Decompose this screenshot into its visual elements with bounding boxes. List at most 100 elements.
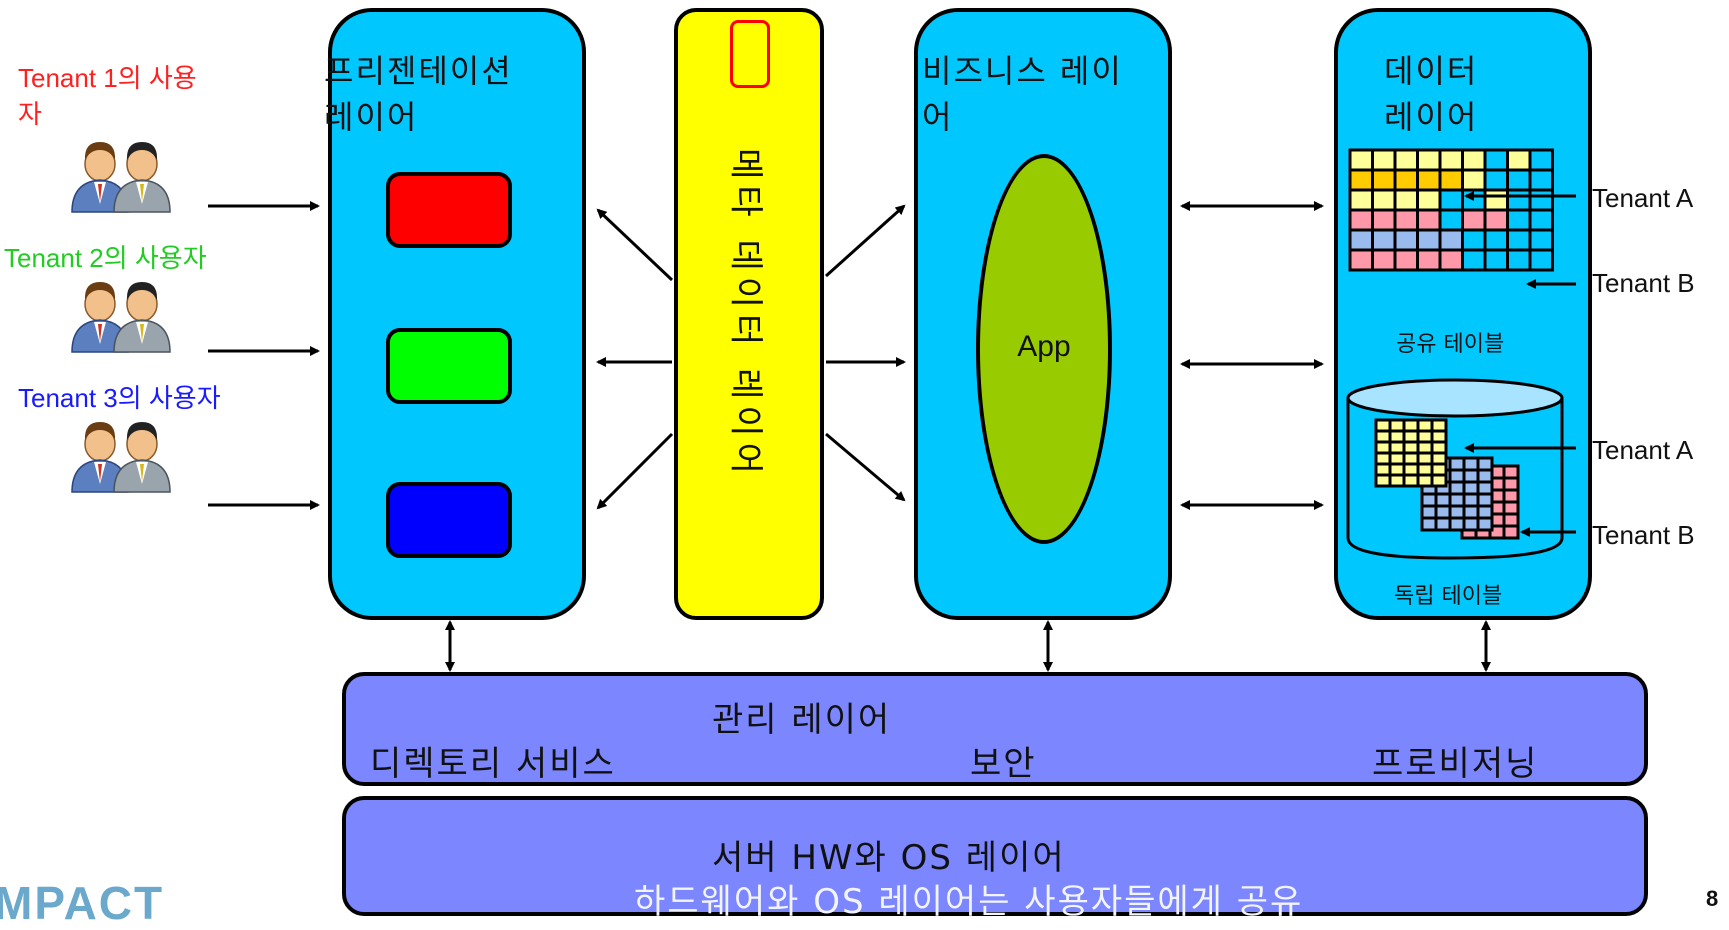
table-cell bbox=[1371, 248, 1397, 272]
table-cell bbox=[1502, 464, 1520, 480]
table-cell bbox=[1506, 168, 1532, 192]
page-number: 8 bbox=[1706, 886, 1719, 911]
table-cell bbox=[1462, 456, 1480, 472]
table-cell bbox=[1483, 228, 1509, 252]
table-cell bbox=[1402, 440, 1420, 455]
table-cell bbox=[1461, 188, 1487, 212]
table-cell bbox=[1402, 429, 1420, 444]
table-cell bbox=[1502, 512, 1520, 528]
metadata-marker bbox=[730, 20, 770, 88]
table-cell bbox=[1483, 188, 1509, 212]
table-cell bbox=[1430, 451, 1448, 466]
table-cell bbox=[1448, 516, 1466, 532]
table-cell bbox=[1461, 208, 1487, 232]
table-cell bbox=[1430, 473, 1448, 488]
app-ellipse bbox=[976, 154, 1112, 544]
table-cell bbox=[1402, 462, 1420, 477]
table-cell bbox=[1393, 248, 1419, 272]
table-cell bbox=[1388, 429, 1406, 444]
table-cell bbox=[1461, 248, 1487, 272]
table-cell bbox=[1448, 480, 1466, 496]
table-cell bbox=[1371, 148, 1397, 172]
table-cell bbox=[1348, 228, 1374, 252]
table-cell bbox=[1416, 440, 1434, 455]
table-cell bbox=[1483, 248, 1509, 272]
table-cell bbox=[1476, 492, 1494, 508]
table-cell bbox=[1402, 451, 1420, 466]
shared-table-grid bbox=[1348, 148, 1554, 272]
business-layer: 비즈니스 레이 어 App bbox=[914, 8, 1172, 620]
table-cell bbox=[1483, 208, 1509, 232]
tenant-a-independent-label: Tenant A bbox=[1592, 435, 1694, 465]
table-cell bbox=[1438, 188, 1464, 212]
table-cell bbox=[1434, 492, 1452, 508]
table-cell bbox=[1438, 248, 1464, 272]
table-cell bbox=[1388, 418, 1406, 433]
table-cell bbox=[1348, 148, 1374, 172]
data-graphics bbox=[208, 148, 1576, 672]
table-cell bbox=[1374, 418, 1392, 433]
table-cell bbox=[1506, 208, 1532, 232]
directory-service-label: 디렉토리 서비스 bbox=[370, 744, 616, 784]
table-cell bbox=[1438, 208, 1464, 232]
tenant-b-independent-label: Tenant B bbox=[1592, 520, 1695, 550]
table-cell bbox=[1462, 480, 1480, 496]
table-cell bbox=[1506, 148, 1532, 172]
table-cell bbox=[1371, 188, 1397, 212]
table-cell bbox=[1476, 504, 1494, 520]
table-cell bbox=[1506, 188, 1532, 212]
table-cell bbox=[1528, 148, 1554, 172]
tenant-b-shared-label: Tenant B bbox=[1592, 268, 1695, 298]
table-cell bbox=[1476, 468, 1494, 484]
table-cell bbox=[1506, 228, 1532, 252]
table-cell bbox=[1528, 248, 1554, 272]
table-cell bbox=[1448, 456, 1466, 472]
table-cell bbox=[1348, 208, 1374, 232]
table-cell bbox=[1416, 148, 1442, 172]
presentation-blue-block bbox=[386, 482, 512, 558]
table-cell bbox=[1402, 473, 1420, 488]
table-cell bbox=[1416, 208, 1442, 232]
management-layer: 관리 레이어 디렉토리 서비스 보안 프로비저닝 bbox=[342, 672, 1648, 786]
table-cell bbox=[1430, 429, 1448, 444]
table-cell bbox=[1393, 228, 1419, 252]
table-cell bbox=[1438, 168, 1464, 192]
table-cell bbox=[1476, 456, 1494, 472]
table-cell bbox=[1374, 440, 1392, 455]
table-cell bbox=[1476, 480, 1494, 496]
table-cell bbox=[1416, 429, 1434, 444]
table-cell bbox=[1438, 148, 1464, 172]
table-cell bbox=[1462, 516, 1480, 532]
tenant-3-label: Tenant 3의 사용자 bbox=[18, 383, 221, 413]
table-cell bbox=[1388, 440, 1406, 455]
table-cell bbox=[1502, 488, 1520, 504]
table-cell bbox=[1448, 492, 1466, 508]
table-cell bbox=[1502, 500, 1520, 516]
management-layer-title: 관리 레이어 bbox=[712, 700, 892, 740]
table-cell bbox=[1528, 188, 1554, 212]
table-cell bbox=[1430, 418, 1448, 433]
table-cell bbox=[1371, 168, 1397, 192]
independent-table-grids bbox=[1374, 418, 1520, 540]
independent-table-caption: 독립 테이블 bbox=[1394, 584, 1503, 609]
table-cell bbox=[1393, 188, 1419, 212]
table-cell bbox=[1461, 168, 1487, 192]
table-cell bbox=[1506, 248, 1532, 272]
server-layer: 서버 HW와 OS 레이어 하드웨어와 OS 레이어는 사용자들에게 공유 bbox=[342, 796, 1648, 922]
table-cell bbox=[1416, 462, 1434, 477]
table-cell bbox=[1448, 504, 1466, 520]
table-cell bbox=[1434, 516, 1452, 532]
provisioning-label: 프로비저닝 bbox=[1372, 744, 1539, 784]
table-cell bbox=[1416, 228, 1442, 252]
table-cell bbox=[1374, 473, 1392, 488]
table-cell bbox=[1476, 516, 1494, 532]
table-cell bbox=[1371, 208, 1397, 232]
table-cell bbox=[1416, 473, 1434, 488]
table-cell bbox=[1393, 148, 1419, 172]
presentation-green-block bbox=[386, 328, 512, 404]
table-cell bbox=[1416, 418, 1434, 433]
table-cell bbox=[1438, 228, 1464, 252]
table-cell bbox=[1502, 476, 1520, 492]
table-cell bbox=[1420, 492, 1438, 508]
metadata-layer: 메타 데이터 레이어 bbox=[674, 8, 824, 620]
